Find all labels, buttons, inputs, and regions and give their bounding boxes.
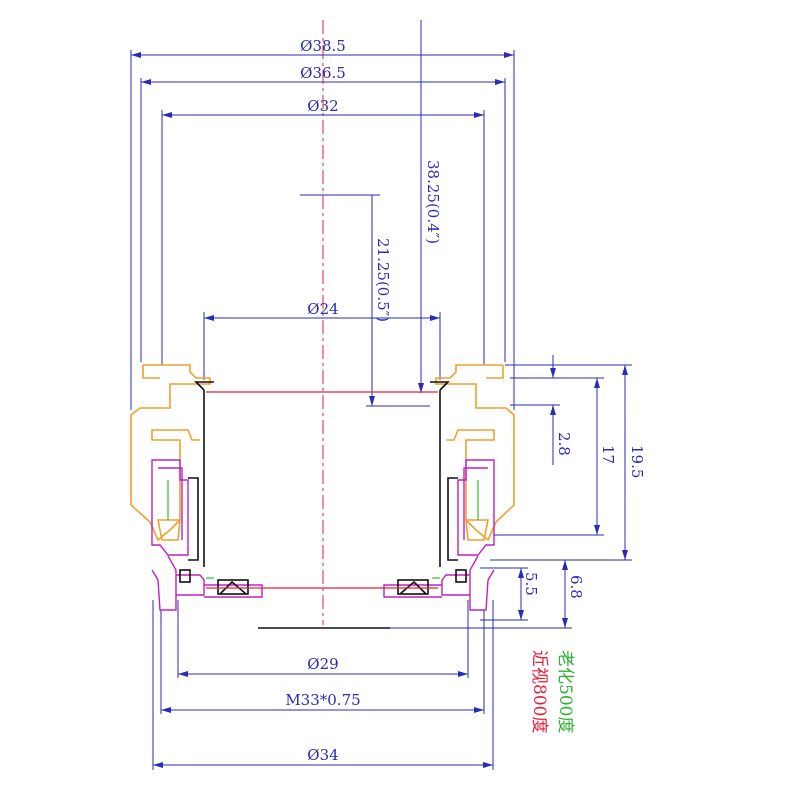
dim-h28-label: 2.8 bbox=[555, 432, 573, 456]
dim-h195-label: 19.5 bbox=[628, 445, 646, 478]
dim-d385: Ø38.5 bbox=[130, 37, 515, 410]
insert-left bbox=[151, 459, 263, 611]
dim-h2125-label: 21.25(0.5″) bbox=[374, 238, 392, 322]
dim-h17: 17 bbox=[493, 377, 617, 536]
dim-m33-label: M33*0.75 bbox=[285, 691, 360, 709]
dim-h17-label: 17 bbox=[599, 445, 617, 464]
dim-d24: Ø24 bbox=[203, 300, 441, 380]
dim-d385-label: Ø38.5 bbox=[300, 37, 346, 55]
dim-d32: Ø32 bbox=[161, 97, 485, 365]
note-presbyopia: 老化500度 bbox=[555, 650, 575, 733]
notes: 老化500度 近视800度 bbox=[529, 650, 575, 733]
dim-d29-label: Ø29 bbox=[307, 655, 338, 673]
dim-d365-label: Ø36.5 bbox=[300, 64, 346, 82]
dim-d365: Ø36.5 bbox=[140, 64, 506, 362]
dim-m33: M33*0.75 bbox=[160, 610, 485, 714]
dim-h2125: 21.25(0.5″) bbox=[300, 194, 430, 407]
dim-h28: 2.8 bbox=[510, 355, 573, 465]
dim-h3825: 38.25(0.4″) bbox=[418, 20, 442, 393]
dim-h68: 6.8 bbox=[258, 559, 585, 629]
dim-d24-label: Ø24 bbox=[307, 300, 338, 318]
note-myopia: 近视800度 bbox=[529, 650, 549, 733]
dim-h195: 19.5 bbox=[493, 364, 646, 561]
lens-tube bbox=[179, 381, 467, 629]
dim-d34-label: Ø34 bbox=[307, 746, 338, 764]
dim-d29: Ø29 bbox=[177, 600, 469, 678]
dim-d32-label: Ø32 bbox=[307, 97, 338, 115]
dim-h68-label: 6.8 bbox=[567, 575, 585, 599]
housing-left bbox=[130, 364, 211, 542]
dim-d34: Ø34 bbox=[152, 600, 494, 770]
insert-right bbox=[383, 459, 495, 611]
dim-h3825-label: 38.25(0.4″) bbox=[424, 160, 442, 244]
lens-elements bbox=[167, 391, 479, 589]
dim-h55-label: 5.5 bbox=[522, 572, 540, 596]
housing-right bbox=[435, 364, 515, 542]
dim-h55: 5.5 bbox=[480, 567, 540, 621]
